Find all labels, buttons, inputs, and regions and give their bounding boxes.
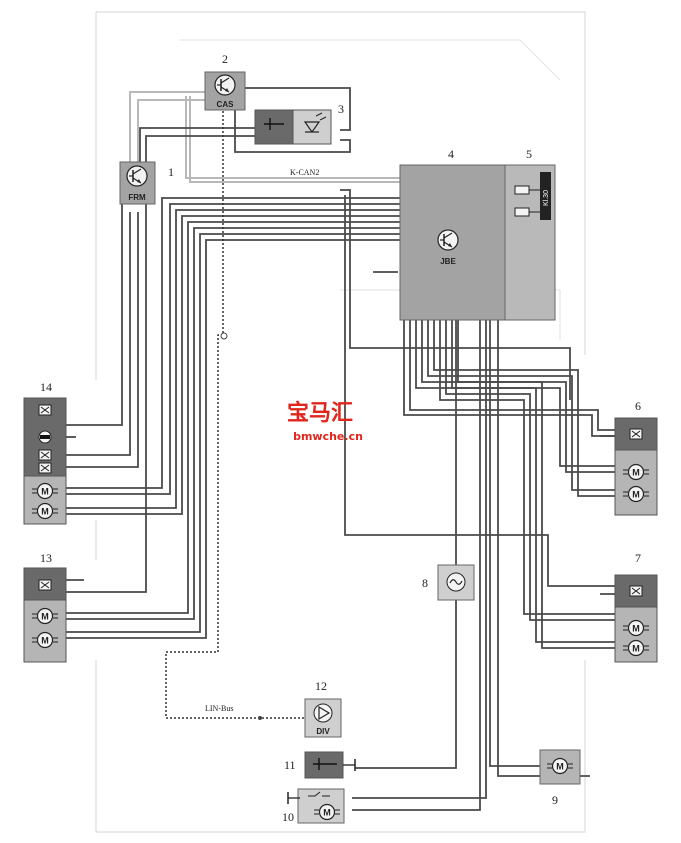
sine-icon: [449, 579, 463, 585]
component-7[interactable]: [614, 574, 658, 663]
component-9-number: 9: [552, 793, 558, 807]
lin-bus-label: LIN-Bus: [205, 704, 233, 713]
terminal-label: Kl.30: [543, 190, 550, 206]
fuse-icon: [514, 207, 530, 217]
lamp-icon: [38, 404, 52, 416]
watermark-url: bmwche.cn: [293, 430, 363, 443]
fuse-icon: [514, 185, 530, 195]
bus-junction: [220, 332, 228, 340]
component-div[interactable]: DIV: [304, 698, 342, 738]
lamp-icon: [303, 112, 327, 134]
jbe-label: JBE: [440, 257, 456, 266]
component-6-number: 6: [635, 399, 641, 413]
component-5-number: 5: [526, 147, 532, 161]
component-9-motor[interactable]: [539, 749, 581, 785]
component-frm[interactable]: FRM: [119, 161, 156, 205]
component-2-number: 2: [222, 52, 228, 66]
component-4-number: 4: [448, 147, 454, 161]
switch-icon: [313, 758, 337, 770]
div-label: DIV: [316, 727, 330, 736]
component-14-number: 14: [40, 380, 52, 394]
component-3-switch-indicator[interactable]: [254, 109, 332, 145]
wiring-harness: [66, 87, 618, 811]
lin-bus-wire: [165, 95, 305, 719]
component-11-number: 11: [284, 758, 296, 772]
component-cas[interactable]: CAS: [204, 71, 246, 111]
component-5-fuse-panel[interactable]: Kl.30: [504, 164, 556, 321]
component-7-number: 7: [635, 551, 641, 565]
warning-icon: [38, 430, 52, 444]
component-10-number: 10: [282, 810, 294, 824]
component-8-sensor[interactable]: [437, 564, 475, 601]
kcan-bus-label: K-CAN2: [290, 168, 319, 177]
switch-icon: [264, 118, 284, 130]
component-10-motor[interactable]: [287, 788, 345, 824]
component-3-number: 3: [338, 102, 344, 116]
frm-label: FRM: [128, 193, 146, 202]
component-jbe[interactable]: JBE: [399, 164, 506, 321]
watermark-logo: 宝马汇: [287, 400, 353, 426]
component-8-number: 8: [422, 576, 428, 590]
component-13-number: 13: [40, 551, 52, 565]
component-6[interactable]: [614, 417, 658, 516]
component-14[interactable]: [23, 397, 67, 525]
component-1-number: 1: [168, 165, 174, 179]
component-12-number: 12: [315, 679, 327, 693]
component-11-switch[interactable]: [304, 751, 356, 779]
component-13[interactable]: [23, 567, 67, 663]
bus-junction: [258, 716, 262, 720]
cas-label: CAS: [217, 100, 235, 109]
